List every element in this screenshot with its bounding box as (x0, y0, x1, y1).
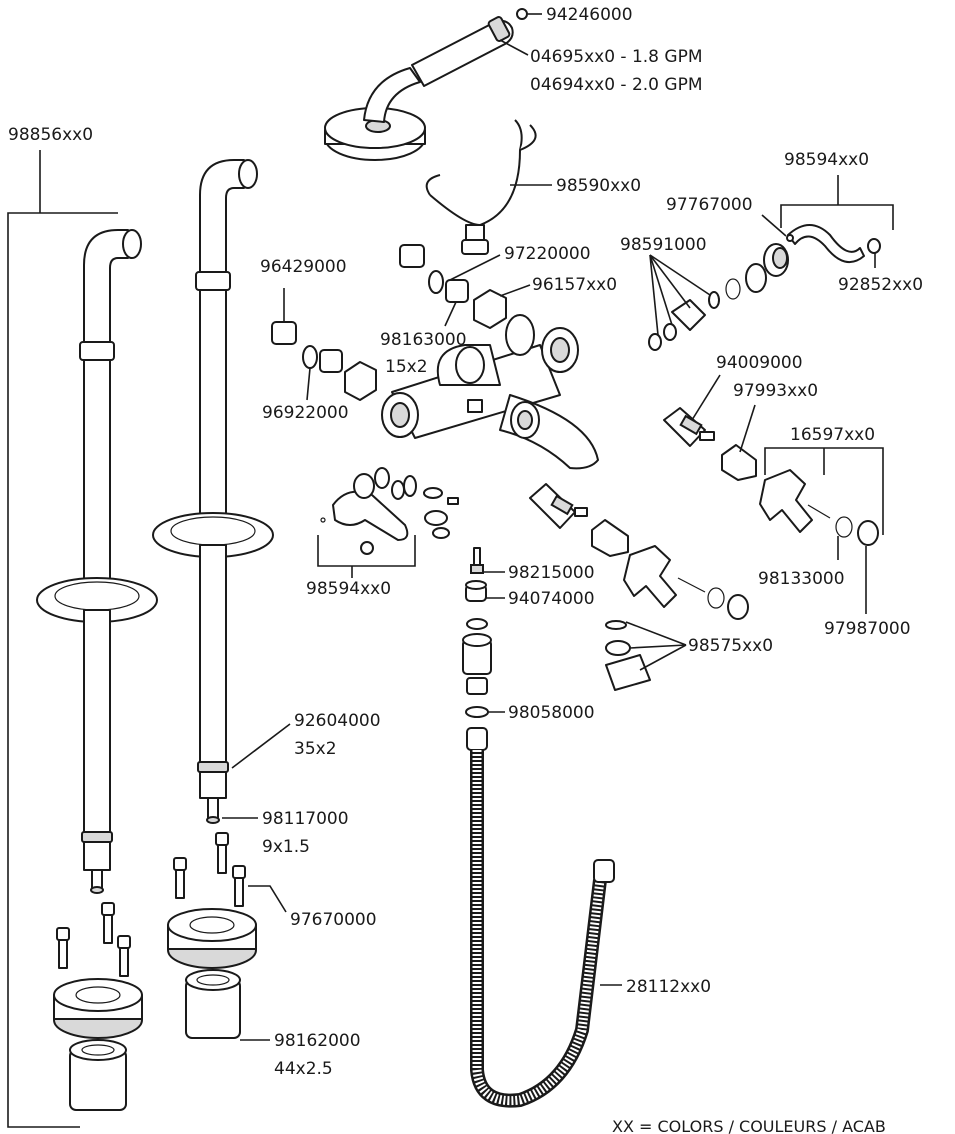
label-97993xx0: 97993xx0 (733, 381, 818, 401)
spout-outlet-parts (462, 547, 651, 718)
left-handle-kit (320, 467, 459, 555)
label-97220000: 97220000 (504, 244, 591, 264)
label-98594xx0-left: 98594xx0 (306, 579, 391, 599)
label-98856xx0: 98856xx0 (8, 125, 93, 145)
handshower (324, 8, 528, 161)
label-97670000: 97670000 (290, 910, 377, 930)
leader-lines (222, 13, 894, 1041)
label-94009000: 94009000 (716, 353, 803, 373)
label-98591000: 98591000 (620, 235, 707, 255)
part-labels: 94246000 04695xx0 - 1.8 GPM 04694xx0 - 2… (8, 5, 923, 1134)
label-97767000: 97767000 (666, 195, 753, 215)
label-16597xx0: 16597xx0 (790, 425, 875, 445)
label-94074000: 94074000 (508, 589, 595, 609)
footer-note: XX = COLORS / COULEURS / ACAB (612, 1117, 886, 1134)
label-28112xx0: 28112xx0 (626, 977, 711, 997)
label-98215000: 98215000 (508, 563, 595, 583)
label-98058000: 98058000 (508, 703, 595, 723)
label-35x2: 35x2 (294, 739, 337, 759)
right-handle-kit (648, 224, 881, 351)
label-98163000: 98163000 (380, 330, 467, 350)
label-92604000: 92604000 (294, 711, 381, 731)
label-98162000: 98162000 (274, 1031, 361, 1051)
lower-cross-handle-assembly (529, 483, 749, 620)
label-98117000: 98117000 (262, 809, 349, 829)
label-92852xx0: 92852xx0 (838, 275, 923, 295)
label-96429000: 96429000 (260, 257, 347, 277)
cradle (425, 119, 537, 255)
left-riser-assembly (7, 150, 158, 1128)
label-98133000: 98133000 (758, 569, 845, 589)
label-9x1.5: 9x1.5 (262, 837, 310, 857)
label-98590xx0: 98590xx0 (556, 176, 641, 196)
label-96922000: 96922000 (262, 403, 349, 423)
mixer-body (381, 314, 599, 470)
label-96157xx0: 96157xx0 (532, 275, 617, 295)
label-94246000: 94246000 (546, 5, 633, 25)
shower-hose (466, 727, 615, 1108)
label-98575xx0: 98575xx0 (688, 636, 773, 656)
label-97987000: 97987000 (824, 619, 911, 639)
label-44x2.5: 44x2.5 (274, 1059, 333, 1079)
left-fittings (271, 244, 507, 401)
label-98594xx0-right: 98594xx0 (784, 150, 869, 170)
right-riser-assembly (152, 159, 274, 1039)
label-04694xx0: 04694xx0 - 2.0 GPM (530, 75, 703, 95)
label-04695xx0: 04695xx0 - 1.8 GPM (530, 47, 703, 67)
upper-cross-handle-assembly (663, 407, 879, 546)
label-15x2: 15x2 (385, 357, 428, 377)
